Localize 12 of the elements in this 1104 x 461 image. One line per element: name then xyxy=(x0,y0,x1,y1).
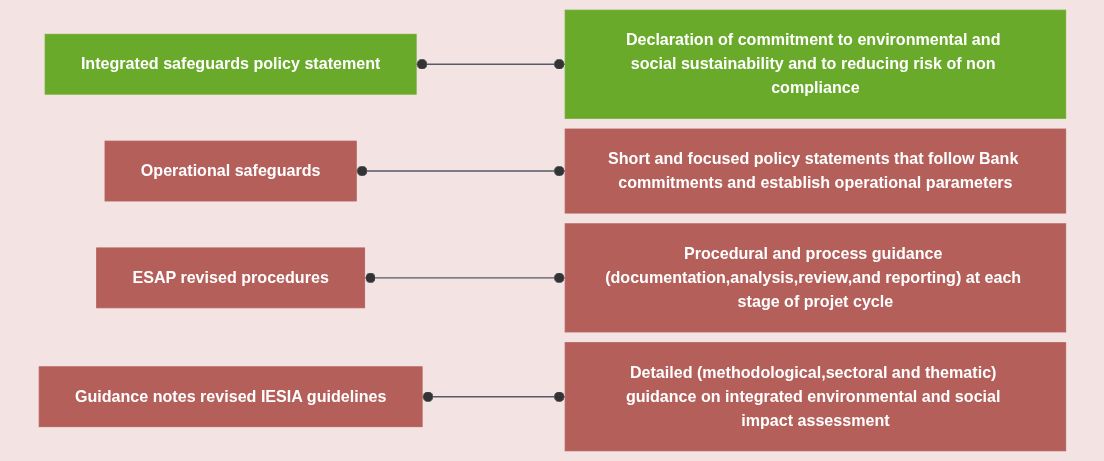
node-box: Short and focused policy statements that follow Bank commitments and establish operational parameters xyxy=(564,128,1066,214)
node-box: Guidance notes revised IESIA guidelines xyxy=(38,366,423,428)
node-box: Declaration of commitment to environmental and social sustainability and to reducing risk of non compliance xyxy=(564,9,1066,119)
connector xyxy=(421,391,566,403)
node-box: Procedural and process guidance (documentation,analysis,review,and reporting) at each stage of projet cycle xyxy=(564,223,1066,333)
node-box: Operational safeguards xyxy=(104,140,357,202)
connector xyxy=(415,58,566,70)
node-box: Integrated safeguards policy statement xyxy=(44,33,417,95)
node-box: Detailed (methodological,sectoral and thematic) guidance on integrated environmental and social impact assessment xyxy=(564,342,1066,452)
connector xyxy=(355,165,566,177)
node-box: ESAP revised procedures xyxy=(95,247,365,309)
connector xyxy=(363,272,566,284)
